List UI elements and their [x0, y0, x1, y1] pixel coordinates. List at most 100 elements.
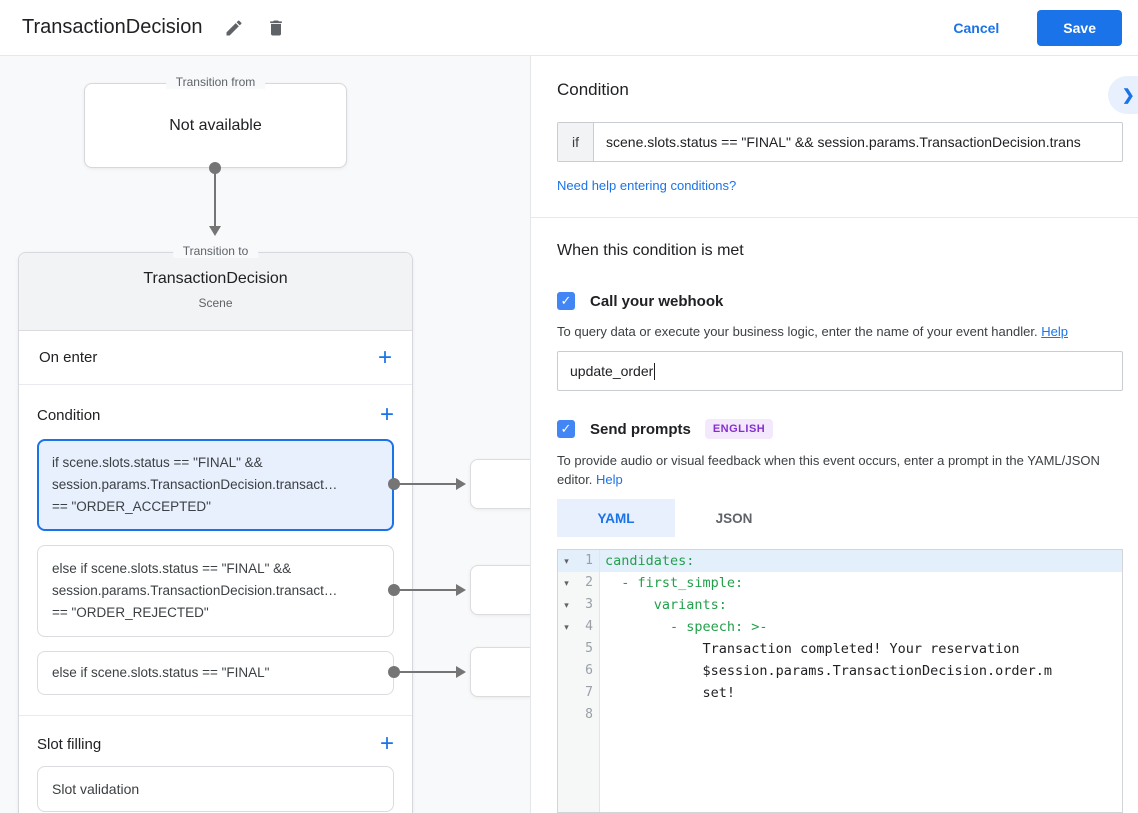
editor-line[interactable]: 6 $session.params.TransactionDecision.or…: [558, 660, 1122, 682]
line-number: 5: [575, 638, 600, 660]
slot-filling-section: Slot filling + Slot validation: [19, 716, 412, 812]
call-webhook-label: Call your webhook: [590, 292, 724, 310]
editor-line[interactable]: ▾ 2 - first_simple:: [558, 572, 1122, 594]
transition-target-box[interactable]: [470, 459, 530, 509]
fold-arrow-icon[interactable]: ▾: [558, 572, 575, 594]
check-icon: ✓: [560, 293, 572, 308]
condition-section: Condition + if scene.slots.status == "FI…: [19, 385, 412, 716]
editor-line[interactable]: 8: [558, 704, 1122, 726]
editor-line[interactable]: ▾ 3 variants:: [558, 594, 1122, 616]
code-filler: [600, 726, 1122, 812]
connector-arrowhead: [456, 478, 466, 490]
fold-spacer: [558, 682, 575, 704]
save-button[interactable]: Save: [1037, 9, 1122, 46]
condition-card-accepted[interactable]: if scene.slots.status == "FINAL" && sess…: [37, 439, 394, 531]
editor-line[interactable]: ▾ 1 candidates:: [558, 550, 1122, 572]
add-slot-button[interactable]: +: [379, 730, 394, 757]
condition-text-line: == "ORDER_REJECTED": [52, 605, 209, 620]
condition-expression-control: if scene.slots.status == "FINAL" && sess…: [557, 122, 1123, 162]
condition-text-line: if scene.slots.status == "FINAL" &&: [52, 455, 263, 470]
code-text: Transaction completed! Your reservation: [605, 641, 1020, 657]
connector-dot: [388, 584, 400, 596]
on-enter-section: On enter +: [19, 331, 412, 385]
transition-target-box[interactable]: [470, 565, 530, 615]
code-text: candidates:: [600, 550, 1122, 572]
condition-expression-section: Condition if scene.slots.status == "FINA…: [531, 56, 1138, 218]
condition-met-section: When this condition is met ✓ Call your w…: [531, 218, 1138, 813]
gutter-filler: [575, 726, 600, 812]
code-text: - first_simple:: [605, 575, 744, 591]
cancel-button[interactable]: Cancel: [953, 19, 1000, 36]
editor-empty-area[interactable]: [558, 726, 1122, 812]
prompts-helper-body: To provide audio or visual feedback when…: [557, 453, 1100, 487]
condition-editor-panel: ❯ Condition if scene.slots.status == "FI…: [530, 56, 1138, 813]
edit-icon[interactable]: [224, 18, 244, 38]
editor-line[interactable]: 5 Transaction completed! Your reservatio…: [558, 638, 1122, 660]
scene-card-header: TransactionDecision Scene: [19, 253, 412, 331]
conditions-help-link[interactable]: Need help entering conditions?: [557, 178, 737, 193]
event-handler-value: update_order: [570, 363, 654, 379]
code-text: $session.params.TransactionDecision.orde…: [605, 663, 1053, 679]
connector-line: [394, 671, 456, 673]
webhook-helper-body: To query data or execute your business l…: [557, 324, 1038, 339]
fold-arrow-icon[interactable]: ▾: [558, 616, 575, 638]
fold-spacer: [558, 638, 575, 660]
condition-text-line: session.params.TransactionDecision.trans…: [52, 477, 338, 492]
editor-tabs: YAML JSON: [557, 499, 1122, 537]
condition-text-line: else if scene.slots.status == "FINAL": [52, 665, 270, 680]
condition-card-rejected[interactable]: else if scene.slots.status == "FINAL" &&…: [37, 545, 394, 637]
add-on-enter-button[interactable]: +: [377, 343, 392, 371]
scene-type-label: Scene: [198, 296, 233, 310]
transition-target-box[interactable]: [470, 647, 530, 697]
add-condition-button[interactable]: +: [379, 401, 394, 428]
top-bar: TransactionDecision Cancel Save: [0, 0, 1138, 56]
condition-text-line: else if scene.slots.status == "FINAL" &&: [52, 561, 292, 576]
condition-card-final[interactable]: else if scene.slots.status == "FINAL": [37, 651, 394, 695]
tab-json[interactable]: JSON: [715, 510, 753, 526]
slot-validation-card[interactable]: Slot validation: [37, 766, 394, 812]
page-title: TransactionDecision: [22, 16, 203, 38]
condition-section-label: Condition: [37, 406, 101, 424]
text-cursor: [654, 362, 656, 380]
tab-yaml[interactable]: YAML: [557, 499, 675, 537]
when-condition-met-title: When this condition is met: [557, 242, 744, 259]
editor-line[interactable]: 7 set!: [558, 682, 1122, 704]
send-prompts-label: Send prompts: [590, 420, 691, 438]
check-icon: ✓: [560, 421, 572, 436]
code-text: set!: [605, 685, 736, 701]
code-text: - speech: >-: [605, 619, 768, 635]
fold-spacer: [558, 660, 575, 682]
code-text: [600, 704, 1122, 726]
connector-dot: [388, 666, 400, 678]
code-text: variants:: [605, 597, 727, 613]
fold-spacer: [558, 726, 575, 812]
line-number: 1: [575, 550, 600, 572]
yaml-code-editor[interactable]: ▾ 1 candidates: ▾ 2 - first_simple: ▾ 3 …: [557, 549, 1123, 813]
connector-dot: [209, 162, 221, 174]
call-webhook-checkbox[interactable]: ✓: [557, 292, 575, 310]
language-badge: ENGLISH: [704, 419, 774, 439]
line-number: 3: [575, 594, 600, 616]
editor-line[interactable]: ▾ 4 - speech: >-: [558, 616, 1122, 638]
fold-arrow-icon[interactable]: ▾: [558, 550, 575, 572]
scene-card: Transition to TransactionDecision Scene …: [18, 244, 413, 813]
connector-line: [394, 483, 456, 485]
on-enter-label: On enter: [39, 349, 98, 366]
prompts-help-link[interactable]: Help: [596, 472, 623, 487]
webhook-help-link[interactable]: Help: [1041, 324, 1068, 339]
chevron-right-icon: ❯: [1122, 87, 1135, 104]
fold-arrow-icon[interactable]: ▾: [558, 594, 575, 616]
event-handler-input[interactable]: update_order: [557, 351, 1123, 391]
send-prompts-checkbox[interactable]: ✓: [557, 420, 575, 438]
line-number: 8: [575, 704, 600, 726]
connector-line: [214, 168, 216, 228]
scene-diagram-canvas: Transition from Not available Transition…: [0, 56, 530, 813]
connector-arrowhead: [456, 666, 466, 678]
transition-from-label: Transition from: [165, 75, 266, 89]
transition-from-value: Not available: [169, 116, 262, 134]
collapse-panel-button[interactable]: ❯: [1108, 76, 1138, 114]
condition-expression-input[interactable]: scene.slots.status == "FINAL" && session…: [606, 134, 1081, 150]
line-number: 2: [575, 572, 600, 594]
connector-dot: [388, 478, 400, 490]
delete-icon[interactable]: [266, 18, 286, 38]
